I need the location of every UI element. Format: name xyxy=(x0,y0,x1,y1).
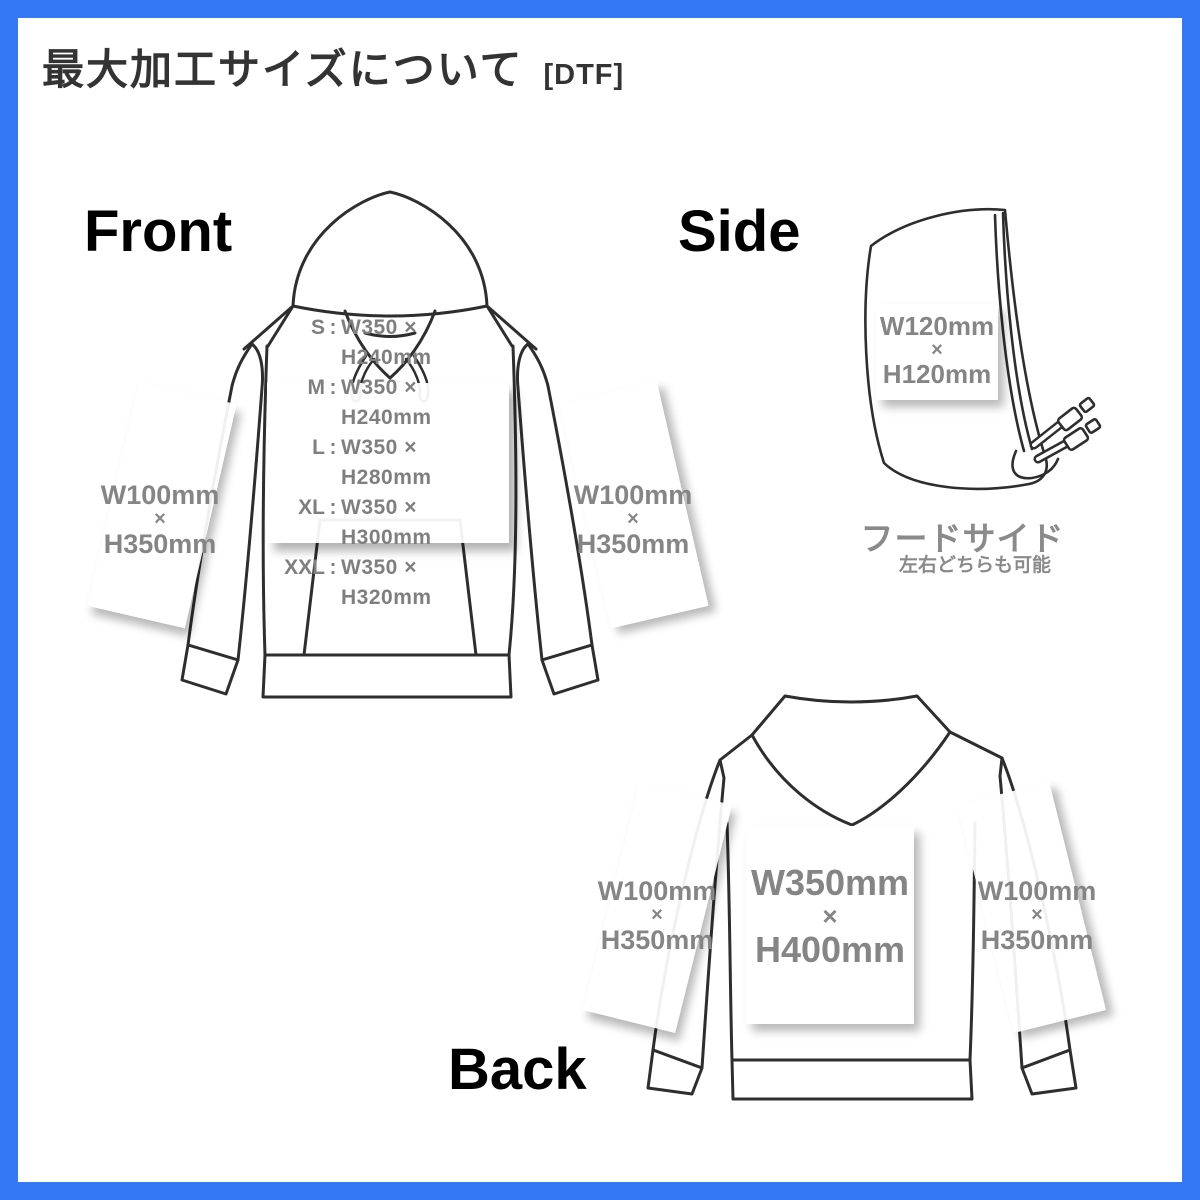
size-label: XL xyxy=(298,496,325,519)
front-view-label: Front xyxy=(84,199,233,264)
size-label: M xyxy=(307,376,326,399)
size-colon: : xyxy=(329,496,337,519)
times-symbol: × xyxy=(651,904,663,926)
size-value: W350 × H240mm xyxy=(341,376,432,429)
size-chart-row: S : W350 × H240mm xyxy=(267,313,509,373)
times-symbol: × xyxy=(822,901,838,931)
hood-side-caption: フードサイド xyxy=(860,520,1065,557)
front-size-chart: S : W350 × H240mm M : W350 × H240mm L : … xyxy=(267,316,509,609)
height-value: H350mm xyxy=(980,925,1094,955)
height-value: H350mm xyxy=(576,529,690,559)
size-label: XXL xyxy=(284,556,325,579)
size-label: L xyxy=(312,436,325,459)
back-center-measurement: W350mm × H400mm xyxy=(738,862,922,971)
size-colon: : xyxy=(329,436,337,459)
hood-side-measurement: W120mm × H120mm xyxy=(873,312,1001,389)
times-symbol: × xyxy=(931,339,943,361)
back-center-print-area-box xyxy=(746,826,914,1024)
title-text: 最大加工サイズについて xyxy=(42,46,524,93)
height-value: H350mm xyxy=(600,925,714,955)
height-value: H120mm xyxy=(882,359,992,389)
size-colon: : xyxy=(329,556,337,579)
size-chart-row: L : W350 × H280mm xyxy=(267,433,509,493)
times-symbol: × xyxy=(627,508,639,530)
size-chart-row: XL : W350 × H300mm xyxy=(267,493,509,553)
times-symbol: × xyxy=(1031,904,1043,926)
front-right-sleeve-measurement: W100mm × H350mm xyxy=(558,480,708,559)
title-tag: [DTF] xyxy=(543,59,625,91)
size-chart-row: XXL : W350 × H320mm xyxy=(267,553,509,613)
size-value: W350 × H240mm xyxy=(341,316,432,369)
back-right-sleeve-measurement: W100mm × H350mm xyxy=(962,876,1112,955)
height-value: H350mm xyxy=(103,529,217,559)
width-value: W120mm xyxy=(879,311,995,341)
width-value: W100mm xyxy=(100,480,220,510)
back-view-label: Back xyxy=(448,1037,587,1102)
size-chart-row: M : W350 × H240mm xyxy=(267,373,509,433)
size-value: W350 × H320mm xyxy=(341,556,432,609)
width-value: W350mm xyxy=(750,862,910,903)
size-label: S xyxy=(310,316,325,339)
back-left-sleeve-measurement: W100mm × H350mm xyxy=(582,876,732,955)
times-symbol: × xyxy=(154,508,166,530)
width-value: W100mm xyxy=(573,480,693,510)
width-value: W100mm xyxy=(597,876,717,906)
hood-side-print-area-box xyxy=(876,304,998,400)
hood-side-subcaption: 左右どちらも可能 xyxy=(898,555,1051,576)
size-value: W350 × H300mm xyxy=(341,496,432,549)
width-value: W100mm xyxy=(977,876,1097,906)
size-colon: : xyxy=(329,376,337,399)
front-left-sleeve-measurement: W100mm × H350mm xyxy=(85,480,235,559)
side-view-label: Side xyxy=(678,199,801,264)
size-colon: : xyxy=(329,316,337,339)
page-title: 最大加工サイズについて [DTF] xyxy=(42,36,624,97)
height-value: H400mm xyxy=(754,929,906,970)
size-value: W350 × H280mm xyxy=(341,436,432,489)
